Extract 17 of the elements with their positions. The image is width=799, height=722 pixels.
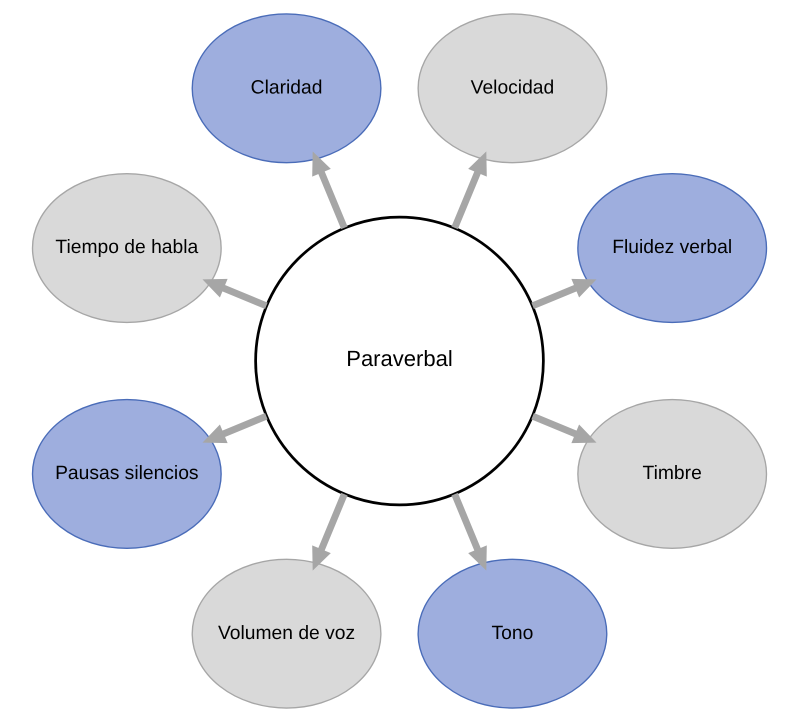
node-circle: Paraverbal (254, 216, 545, 506)
arrow (202, 412, 268, 444)
arrow (531, 412, 597, 444)
arrow (202, 278, 268, 310)
arrow (312, 151, 348, 230)
arrow (531, 278, 597, 310)
arrow (451, 151, 487, 230)
node-ellipse: Claridad (192, 13, 382, 164)
node-ellipse: Tiempo de habla (32, 173, 222, 324)
node-ellipse: Velocidad (417, 13, 608, 164)
arrow (451, 492, 487, 571)
node-ellipse: Volumen de voz (192, 558, 382, 709)
arrow (312, 492, 348, 571)
node-ellipse: Tono (417, 558, 608, 709)
node-ellipse: Pausas silencios (32, 398, 222, 549)
node-ellipse: Timbre (577, 398, 768, 549)
node-ellipse: Fluidez verbal (577, 173, 768, 324)
